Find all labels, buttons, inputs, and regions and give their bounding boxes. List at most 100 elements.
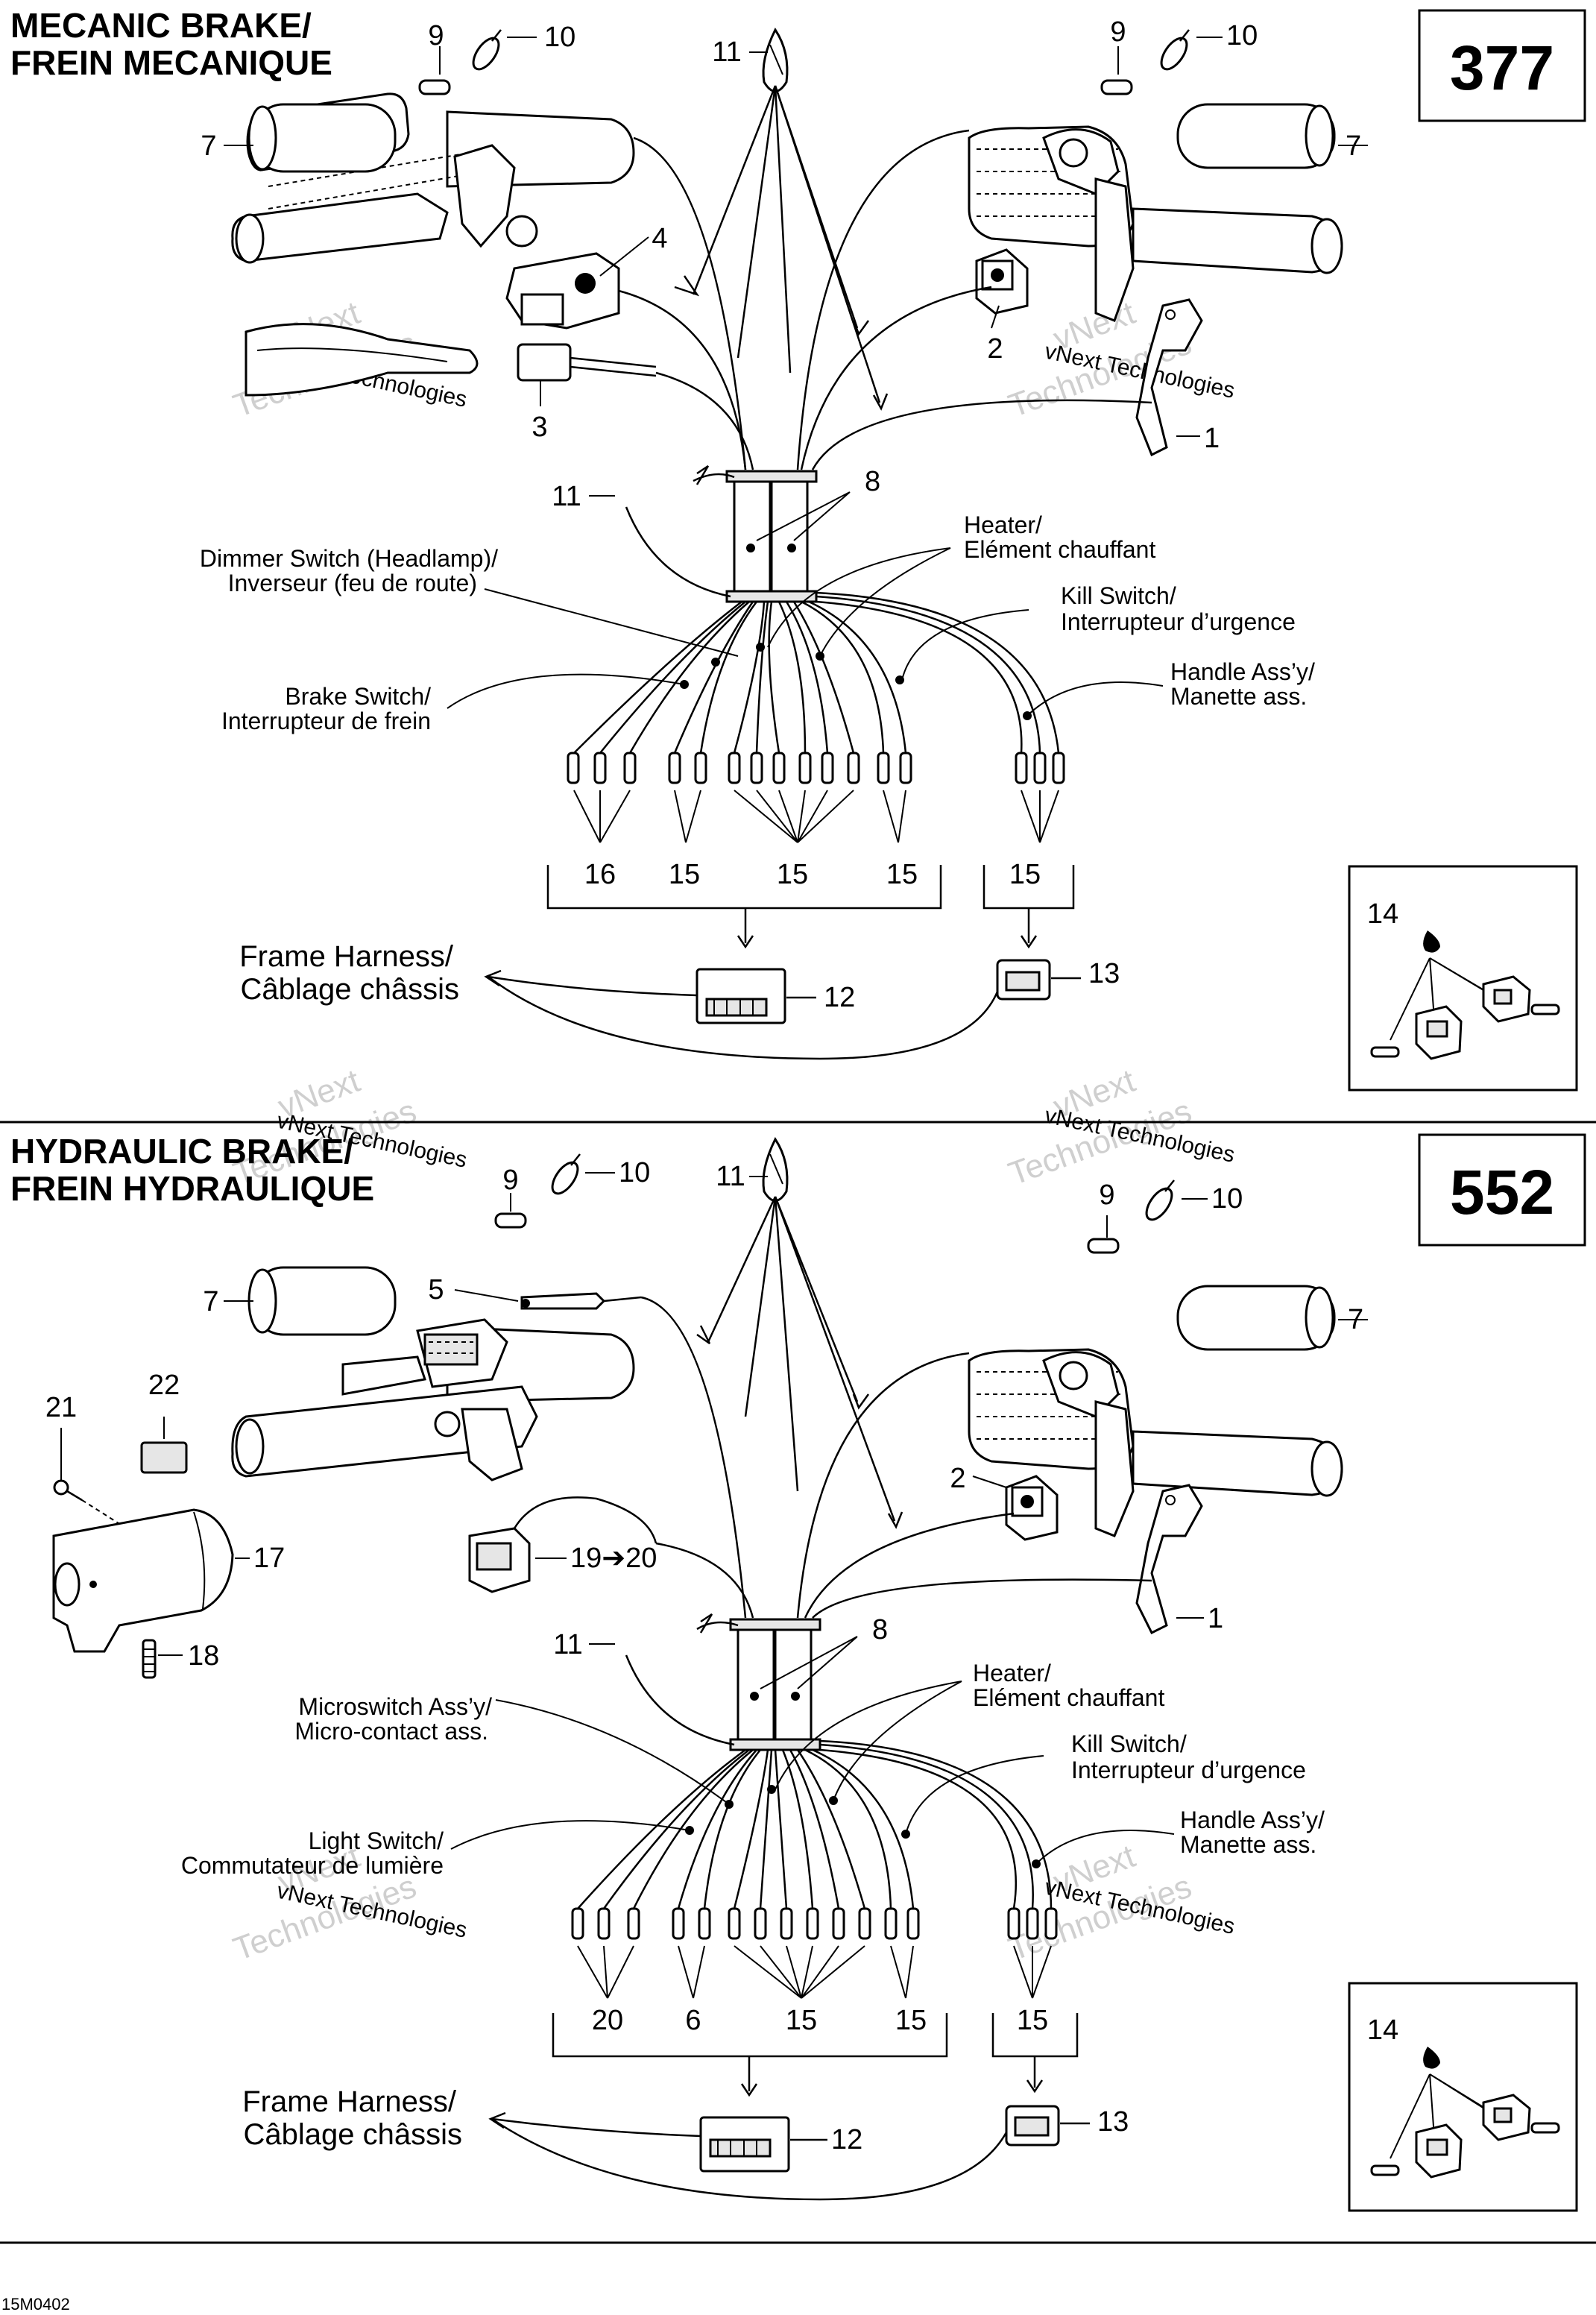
label-heater-fr: Elément chauffant bbox=[964, 536, 1155, 563]
label-frame-harness: Frame Harness/ bbox=[242, 2085, 457, 2118]
connector-12 bbox=[699, 2116, 827, 2173]
callout-22: 22 bbox=[148, 1370, 180, 1401]
bracket-1 bbox=[1135, 298, 1203, 457]
wire-sleeve-9-left bbox=[494, 1212, 527, 1229]
grip-7-left bbox=[247, 103, 397, 173]
label-light-switch-fr: Commutateur de lumière bbox=[181, 1852, 444, 1879]
kill-switch-2 bbox=[975, 248, 1029, 315]
wire-sleeve-9-left bbox=[418, 79, 451, 95]
dimmer-switch-4 bbox=[505, 252, 620, 330]
label-frame-harness-fr: Câblage châssis bbox=[244, 2118, 463, 2151]
cable-clip-10-right bbox=[1160, 29, 1190, 71]
callout-8: 8 bbox=[865, 466, 880, 497]
label-light-switch: Light Switch/ bbox=[309, 1827, 444, 1854]
callout-12: 12 bbox=[824, 982, 855, 1013]
callout-4: 4 bbox=[652, 223, 667, 254]
section-title-line1: HYDRAULIC BRAKE/ bbox=[10, 1132, 353, 1171]
bracket-1 bbox=[1135, 1484, 1203, 1635]
callout-11: 11 bbox=[712, 37, 741, 68]
label-heater: Heater/ bbox=[964, 511, 1042, 538]
callout-15: 15 bbox=[777, 859, 808, 890]
detail-box-14 bbox=[1348, 865, 1578, 1092]
label-microswitch-fr: Micro-contact ass. bbox=[294, 1718, 488, 1745]
callout-5: 5 bbox=[428, 1274, 444, 1305]
callout-18: 18 bbox=[188, 1640, 219, 1672]
label-dimmer-switch: Dimmer Switch (Headlamp)/ bbox=[200, 545, 498, 572]
callout-15: 15 bbox=[1017, 2005, 1048, 2036]
callout-9: 9 bbox=[428, 20, 444, 51]
label-brake-switch: Brake Switch/ bbox=[285, 683, 431, 710]
cable-clip-10-left bbox=[551, 1153, 581, 1195]
model-badge-frame bbox=[1418, 9, 1586, 122]
label-handle-assy: Handle Ass’y/ bbox=[1170, 658, 1315, 685]
right-handlebar-assembly bbox=[968, 1285, 1343, 1537]
callout-20: 20 bbox=[592, 2005, 623, 2036]
callout-11: 11 bbox=[716, 1161, 745, 1192]
callout-15: 15 bbox=[786, 2005, 817, 2036]
callout-11: 11 bbox=[552, 481, 581, 512]
cover-17 bbox=[52, 1508, 234, 1653]
label-frame-harness: Frame Harness/ bbox=[239, 940, 454, 973]
callout-10: 10 bbox=[619, 1157, 650, 1188]
hydraulic-brake-assembly bbox=[231, 1318, 635, 1481]
callout-7: 7 bbox=[1346, 130, 1361, 162]
brake-switch-3 bbox=[517, 343, 657, 382]
connector-13 bbox=[1005, 2105, 1090, 2147]
right-handlebar-assembly bbox=[968, 103, 1343, 322]
harness-wires bbox=[573, 85, 1152, 754]
label-dimmer-switch-fr: Inverseur (feu de route) bbox=[228, 570, 477, 596]
terminal-pins-row bbox=[567, 752, 1065, 843]
cable-clip-10-left bbox=[472, 29, 502, 71]
callout-10: 10 bbox=[544, 22, 575, 53]
frame-harness-arrows bbox=[488, 2111, 1008, 2201]
callout-7: 7 bbox=[203, 1286, 218, 1317]
callout-1: 1 bbox=[1208, 1603, 1223, 1634]
frame-harness-arrows bbox=[484, 969, 999, 1060]
callout-12: 12 bbox=[831, 2124, 862, 2155]
label-heater: Heater/ bbox=[973, 1660, 1051, 1686]
model-badge: 552 bbox=[1450, 1157, 1554, 1227]
callout-14: 14 bbox=[1367, 898, 1398, 930]
callout-14: 14 bbox=[1367, 2015, 1398, 2046]
callout-6: 6 bbox=[685, 2005, 701, 2036]
switch-19 bbox=[468, 1496, 657, 1593]
callout-13: 13 bbox=[1097, 2106, 1129, 2138]
connector-13 bbox=[996, 959, 1081, 1001]
callout-7: 7 bbox=[201, 130, 216, 162]
callout-13: 13 bbox=[1088, 958, 1120, 989]
connector-12 bbox=[696, 968, 816, 1024]
tie-wrap-11-top bbox=[762, 28, 789, 92]
label-kill-switch: Kill Switch/ bbox=[1061, 582, 1176, 609]
callout-leaders bbox=[224, 37, 1368, 716]
wire-sleeve-9-right bbox=[1100, 79, 1133, 95]
label-handle-assy: Handle Ass’y/ bbox=[1180, 1807, 1325, 1833]
label-handle-assy-fr: Manette ass. bbox=[1170, 683, 1307, 710]
callout-15: 15 bbox=[1009, 859, 1041, 890]
callout-leaders bbox=[60, 1172, 1368, 1865]
detail-box-14 bbox=[1348, 1982, 1578, 2212]
callout-1: 1 bbox=[1204, 423, 1220, 454]
label-brake-switch-fr: Interrupteur de frein bbox=[221, 708, 431, 734]
callout-15: 15 bbox=[669, 859, 700, 890]
terminal-pins-row bbox=[571, 1907, 1058, 1999]
label-kill-switch-fr: Interrupteur d’urgence bbox=[1061, 608, 1296, 635]
label-microswitch: Microswitch Ass’y/ bbox=[298, 1693, 492, 1720]
callout-15: 15 bbox=[886, 859, 918, 890]
frame-harness-bracket bbox=[552, 2013, 1079, 2097]
callout-16: 16 bbox=[584, 859, 616, 890]
sensor-5 bbox=[520, 1292, 642, 1310]
section-title-line2: FREIN HYDRAULIQUE bbox=[10, 1169, 374, 1208]
label-heater-fr: Elément chauffant bbox=[973, 1684, 1164, 1711]
callout-17: 17 bbox=[253, 1543, 285, 1574]
model-badge: 377 bbox=[1450, 33, 1554, 103]
callout-10: 10 bbox=[1226, 20, 1258, 51]
screw-18 bbox=[142, 1639, 157, 1679]
screw-21 bbox=[53, 1479, 127, 1529]
callout-3: 3 bbox=[532, 412, 547, 443]
label-kill-switch: Kill Switch/ bbox=[1071, 1730, 1187, 1757]
label-sticker-22 bbox=[140, 1441, 188, 1474]
cable-clip-10-right bbox=[1145, 1179, 1175, 1221]
label-frame-harness-fr: Câblage châssis bbox=[241, 973, 460, 1006]
callout-19-20: 19➔20 bbox=[570, 1543, 657, 1574]
callout-9: 9 bbox=[1110, 16, 1126, 48]
